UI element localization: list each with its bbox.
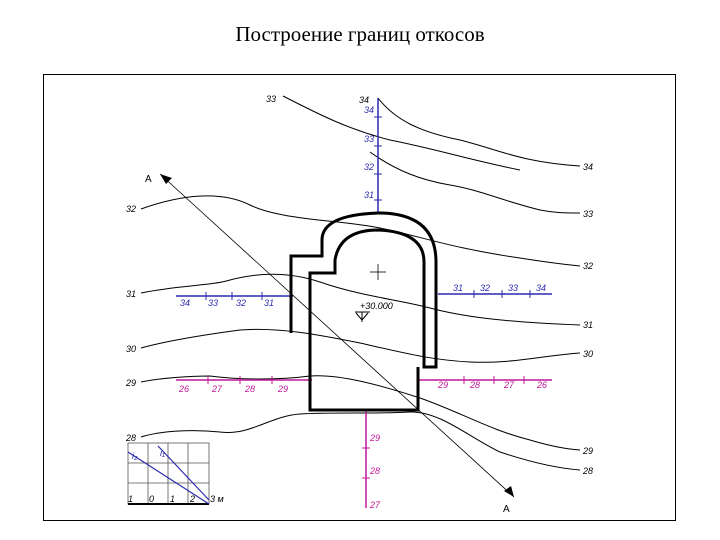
right-pink-label-28: 28: [469, 380, 480, 390]
contour-label-33-top: 33: [266, 94, 276, 104]
contour-line-33: [369, 151, 581, 214]
left-pink-label-29: 29: [277, 384, 288, 394]
contour-line-32: [140, 195, 581, 267]
top-blue-label-31: 31: [364, 190, 374, 200]
right-blue-label-31: 31: [453, 283, 463, 293]
left-pink-label-28: 28: [244, 384, 255, 394]
contour-line-29: [140, 375, 581, 451]
pink-slope-scales: [176, 379, 552, 508]
contour-label-32-right: 32: [583, 261, 593, 271]
drawing-frame: [43, 74, 676, 521]
contour-label-33-right: 33: [583, 209, 593, 219]
bottom-pink-label-27: 27: [369, 500, 381, 510]
section-arrow-start-icon: [160, 174, 172, 184]
contour-label-31-left: 31: [126, 289, 136, 299]
section-arrow-end-icon: [504, 486, 514, 497]
right-blue-label-34: 34: [536, 283, 546, 293]
right-pink-label-29: 29: [437, 380, 448, 390]
bottom-pink-label-29: 29: [369, 433, 380, 443]
contour-line-34: [377, 97, 581, 167]
contour-line-28: [140, 411, 581, 471]
contour-label-34-top: 34: [359, 95, 369, 105]
scale-label-1: 1: [170, 494, 175, 504]
scale-label-unit: 3 м: [210, 494, 224, 504]
contour-label-29-left: 29: [125, 378, 136, 388]
blue-scale-ticks: [205, 116, 531, 300]
left-blue-label-31: 31: [264, 298, 274, 308]
elevation-marker: [355, 311, 370, 322]
center-cross: [370, 264, 386, 280]
slope-mark-i2: i₂: [132, 451, 138, 461]
scale-grid: [127, 442, 210, 505]
scale-label-2: 2: [189, 494, 195, 504]
contour-label-30-right: 30: [583, 349, 593, 359]
pink-scale-ticks: [207, 376, 525, 479]
top-blue-label-32: 32: [364, 162, 374, 172]
left-blue-label-33: 33: [208, 298, 218, 308]
contour-label-30-left: 30: [126, 344, 136, 354]
top-blue-label-34: 34: [364, 105, 374, 115]
slope-line-i1: [157, 445, 210, 501]
right-blue-label-32: 32: [480, 283, 490, 293]
contour-line-31: [140, 273, 581, 326]
left-blue-label-32: 32: [236, 298, 246, 308]
elevation-label: +30.000: [360, 301, 393, 311]
contour-label-28-right: 28: [582, 466, 593, 476]
left-pink-label-26: 26: [178, 384, 189, 394]
section-label-end: A: [503, 504, 510, 515]
right-pink-label-26: 26: [536, 380, 547, 390]
bottom-pink-label-28: 28: [369, 466, 380, 476]
contour-label-32-left: 32: [126, 204, 136, 214]
section-line: [159, 173, 515, 498]
contour-label-34-right: 34: [583, 162, 593, 172]
slope-mark-i1: i₁: [160, 448, 165, 458]
top-blue-label-33: 33: [364, 134, 374, 144]
slide-title: Построение границ откосов: [235, 22, 485, 46]
left-blue-label-34: 34: [180, 298, 190, 308]
contour-label-29-right: 29: [582, 446, 593, 456]
contour-line-33-top: [282, 95, 521, 171]
right-pink-label-27: 27: [503, 380, 515, 390]
section-label-start: A: [145, 174, 152, 185]
left-pink-label-27: 27: [211, 384, 223, 394]
scale-label-0: 0: [149, 494, 154, 504]
slope-line-i2: [127, 451, 210, 505]
contour-label-28-left: 28: [125, 433, 136, 443]
embankment-outline: [289, 211, 438, 412]
scale-label-1-left: 1: [128, 494, 133, 504]
right-blue-label-33: 33: [508, 283, 518, 293]
contour-label-31-right: 31: [583, 320, 593, 330]
contour-line-30: [140, 328, 581, 363]
